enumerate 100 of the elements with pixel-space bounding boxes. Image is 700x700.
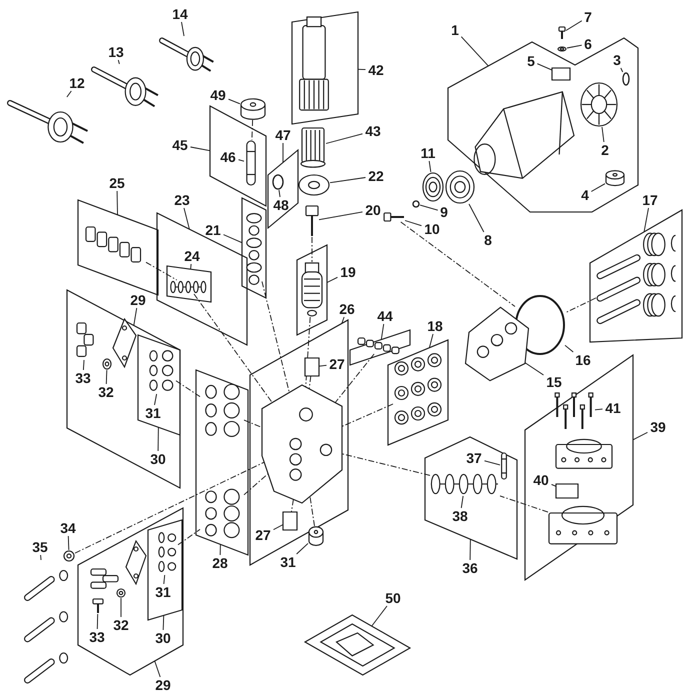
callout-number: 48 [273, 197, 289, 213]
assembly-line [176, 380, 200, 398]
callout-number: 31 [155, 584, 171, 600]
valve-drawing [430, 472, 500, 496]
callout-number: 25 [109, 175, 125, 191]
leader-line [318, 211, 363, 220]
leader-line [82, 360, 84, 370]
washer-drawing [557, 46, 567, 52]
leader-line [238, 159, 244, 162]
leader-line [184, 208, 190, 230]
callout-number: 10 [424, 221, 440, 237]
assembly-line [290, 498, 294, 512]
callout-number: 45 [172, 137, 188, 153]
callout-number: 29 [130, 292, 146, 308]
assembly-line [308, 376, 312, 390]
leader-line [428, 160, 432, 172]
callout-number: 29 [155, 677, 171, 693]
leader-line [341, 316, 345, 324]
leader-line [484, 460, 500, 466]
callout-number: 39 [650, 419, 666, 435]
callout-number: 30 [155, 630, 171, 646]
callout-number: 21 [205, 222, 221, 238]
callout-number: 13 [108, 44, 124, 60]
valve-drawing [170, 280, 208, 294]
leader-line [220, 544, 221, 556]
ring-drawing [298, 174, 330, 196]
cap-drawing [240, 98, 266, 120]
callout-number: 9 [440, 204, 448, 220]
leader-line [66, 90, 72, 98]
leader-line [468, 204, 484, 232]
assembly-line [342, 404, 394, 427]
callout-number: 49 [210, 87, 226, 103]
callout-number: 35 [32, 539, 48, 555]
leader-line [620, 68, 624, 72]
callout-number: 42 [368, 62, 384, 78]
callout-number: 28 [212, 555, 228, 571]
leader-line [428, 334, 434, 348]
washer-drawing [63, 550, 75, 562]
o-ring-drawing [412, 200, 420, 208]
assembly-line [244, 473, 269, 496]
callout-number: 32 [113, 617, 129, 633]
leader-line [296, 542, 308, 554]
leader-line [181, 22, 184, 36]
washer-drawing [116, 588, 126, 598]
leader-line [460, 496, 464, 508]
assembly-line [310, 496, 315, 526]
pin-drawing [500, 452, 508, 480]
washer-drawing [102, 358, 112, 370]
pump-housing-drawing [262, 385, 342, 503]
leader-line [228, 98, 240, 104]
callout-number: 1 [451, 22, 459, 38]
sheet-drawing [305, 615, 410, 675]
leader-line [380, 324, 384, 340]
callout-number: 19 [340, 264, 356, 280]
callout-number: 27 [255, 527, 271, 543]
bolt-set-drawing [90, 568, 120, 590]
callout-number: 38 [452, 508, 468, 524]
leader-line [644, 208, 649, 232]
callout-number: 33 [75, 370, 91, 386]
screw-drawing [305, 205, 319, 237]
leader-line [590, 183, 606, 192]
assembly-line [244, 420, 262, 428]
bolt-set-drawing [76, 322, 94, 360]
callout-number: 43 [365, 123, 381, 139]
leader-line [158, 426, 159, 452]
bellows-drawing [301, 262, 323, 317]
leader-line [564, 344, 574, 352]
callout-number: 23 [174, 192, 190, 208]
assembly-line [342, 453, 430, 476]
valve-set-drawing [156, 530, 178, 575]
o-ring-drawing [622, 72, 630, 86]
screw-drawing [92, 598, 104, 614]
callout-number: 40 [533, 472, 549, 488]
leader-line [133, 308, 138, 326]
callout-number: 14 [172, 6, 188, 22]
callout-number: 46 [220, 149, 236, 165]
nut-drawing [308, 526, 324, 546]
callout-number: 34 [60, 520, 76, 536]
callout-number: 47 [275, 127, 291, 143]
callout-number: 24 [184, 248, 200, 264]
leader-line [162, 614, 164, 630]
seal-disc-drawing [422, 172, 444, 202]
callout-number: 8 [484, 232, 492, 248]
assembly-line [74, 462, 265, 554]
pin-drawing [244, 140, 258, 186]
leader-line [106, 370, 108, 384]
leader-line [326, 133, 363, 144]
callout-number: 26 [339, 301, 355, 317]
pump-head-drawing [462, 305, 532, 383]
leader-line [566, 44, 582, 48]
screw-set-drawing [553, 392, 595, 432]
leader-line [40, 554, 42, 560]
cover-plate-drawing [125, 540, 147, 585]
seal-disc-drawing [445, 170, 475, 204]
o-ring-drawing [272, 174, 284, 190]
cover-plate-drawing [112, 318, 137, 368]
callout-number: 7 [584, 9, 592, 25]
leader-line [358, 68, 366, 70]
callout-number: 50 [385, 590, 401, 606]
screw-drawing [558, 26, 566, 40]
